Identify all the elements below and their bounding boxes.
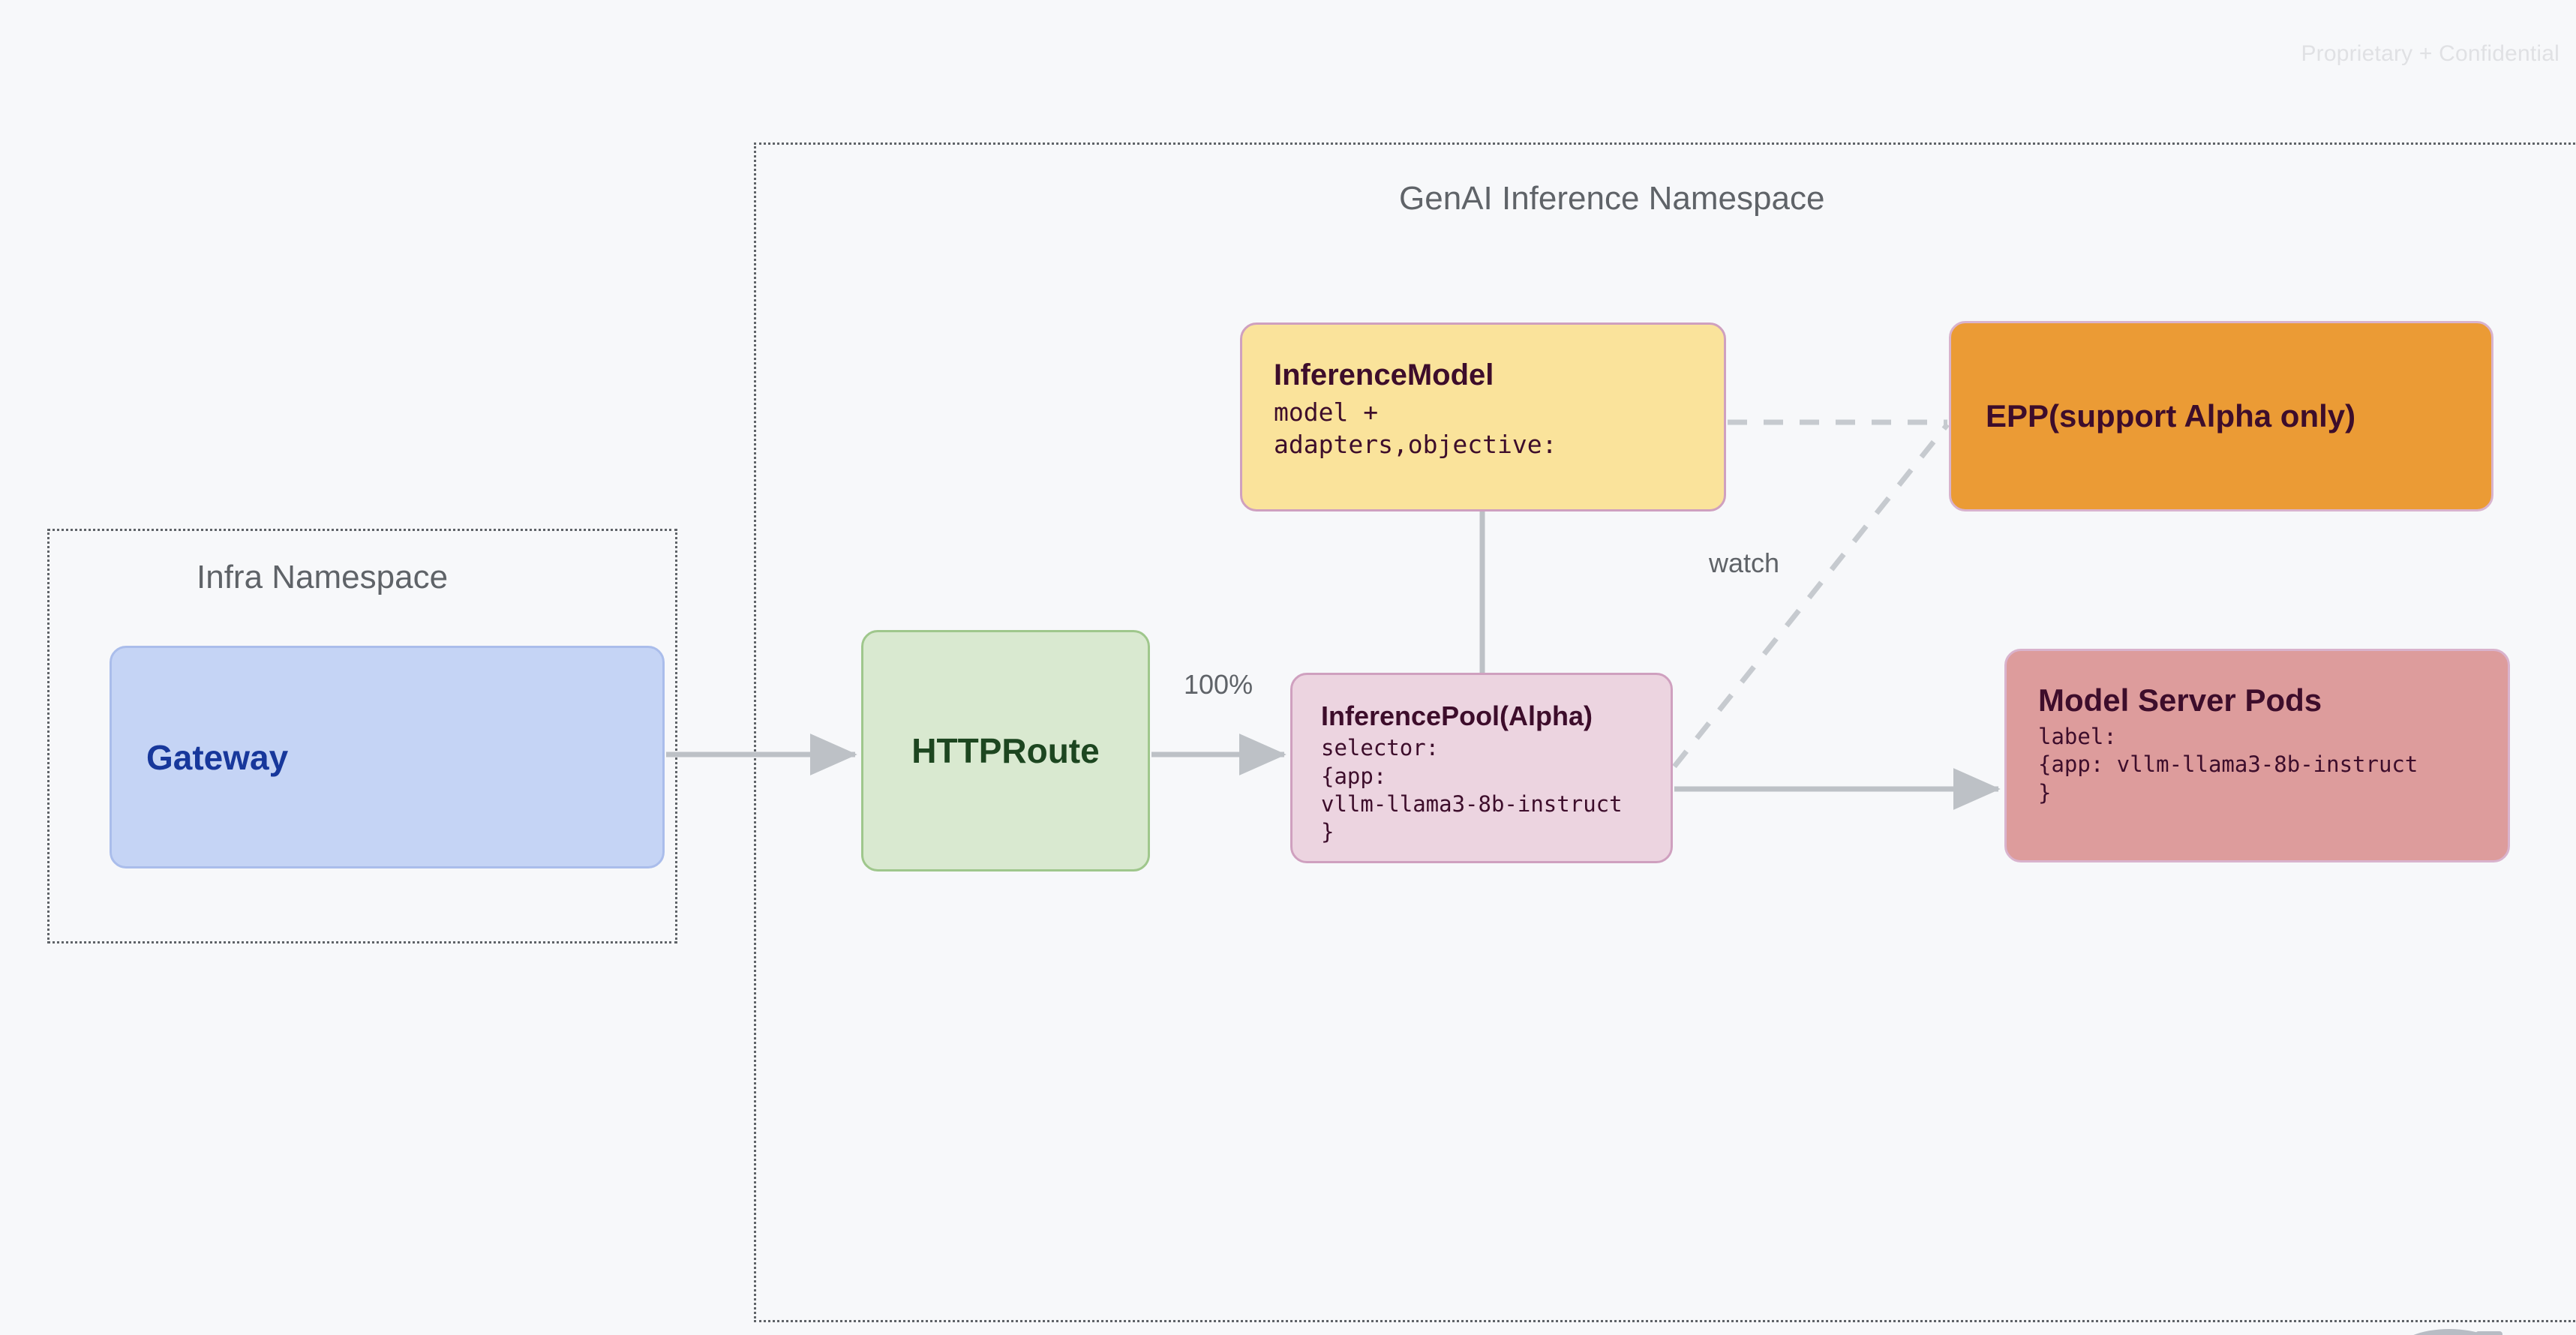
node-inference-model-title: InferenceModel <box>1274 358 1494 392</box>
namespace-box-infra <box>47 529 677 944</box>
node-httproute-title: HTTPRoute <box>911 731 1100 770</box>
namespace-title-genai: GenAI Inference Namespace <box>1399 180 1825 217</box>
node-inference-pool-body: selector: {app: vllm-llama3-8b-instruct … <box>1321 735 1623 844</box>
node-model-server-pods[interactable]: Model Server Pods label: {app: vllm-llam… <box>2004 649 2510 862</box>
node-epp[interactable]: EPP(support Alpha only) <box>1949 321 2493 512</box>
node-inference-pool[interactable]: InferencePool(Alpha) selector: {app: vll… <box>1290 673 1673 863</box>
node-inference-model-body: model + adapters,objective: <box>1274 398 1557 459</box>
node-model-server-pods-body: label: {app: vllm-llama3-8b-instruct } <box>2038 724 2418 806</box>
confidentiality-watermark: Proprietary + Confidential <box>2301 41 2559 66</box>
node-httproute[interactable]: HTTPRoute <box>861 630 1150 872</box>
node-gateway[interactable]: Gateway <box>110 646 665 868</box>
clipped-shape-bottom-small <box>2475 1331 2502 1335</box>
node-inference-pool-title: InferencePool(Alpha) <box>1321 700 1593 731</box>
node-epp-title: EPP(support Alpha only) <box>1986 398 2356 434</box>
edge-label-watch: watch <box>1709 548 1780 578</box>
namespace-title-infra: Infra Namespace <box>197 559 449 596</box>
edge-label-percent: 100% <box>1184 669 1253 700</box>
node-gateway-title: Gateway <box>146 737 289 777</box>
node-model-server-pods-title: Model Server Pods <box>2038 682 2322 718</box>
clipped-shape-bottom <box>2397 1329 2502 1335</box>
namespace-box-genai <box>754 142 2576 1322</box>
node-inference-model[interactable]: InferenceModel model + adapters,objectiv… <box>1240 322 1726 512</box>
